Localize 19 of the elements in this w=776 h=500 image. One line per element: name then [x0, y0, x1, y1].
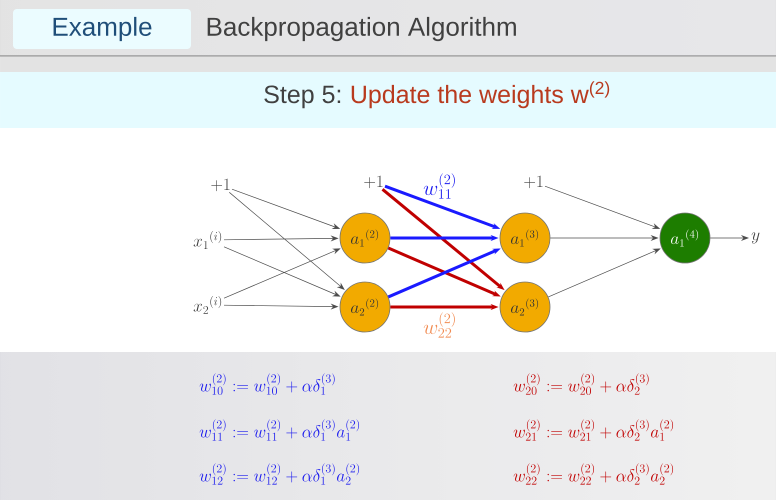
step-heading: Update the weights w$^{(2)}$ — [352, 81, 610, 108]
bias-label: $+1$ — [364, 176, 382, 188]
input-label: $x_1{}^{(i)}$ — [194, 231, 222, 249]
update-equation: $w_{10}^{(2)} := w_{10}^{(2)} + \alpha\delta_1^{(3)}$ — [200, 373, 335, 395]
weight-label: $w_{22}^{(2)}$ — [424, 312, 455, 338]
bias-label: $+1$ — [524, 176, 542, 188]
weight-label: $w_{11}^{(2)}$ — [424, 173, 455, 199]
update-equation: $w_{22}^{(2)} := w_{22}^{(2)} + \alpha\delta_2^{(3)}a_2^{(2)}$ — [514, 463, 674, 485]
update-equation: $w_{21}^{(2)} := w_{21}^{(2)} + \alpha\delta_2^{(3)}a_1^{(2)}$ — [514, 419, 674, 441]
output-neuron: $a_1{}^{(4)}$ — [660, 212, 710, 264]
update-equation: $w_{11}^{(2)} := w_{11}^{(2)} + \alpha\delta_1^{(3)}a_1^{(2)}$ — [200, 419, 360, 441]
tab-label: Example — [13, 9, 191, 49]
step-label: Step 5: — [264, 86, 340, 108]
bias-label: $+1$ — [211, 178, 230, 192]
update-equation: $w_{20}^{(2)} := w_{20}^{(2)} + \alpha\delta_2^{(3)}$ — [514, 373, 649, 395]
input-label: $x_2{}^{(i)}$ — [194, 296, 222, 314]
output-label: $y$ — [752, 232, 760, 244]
update-equation: $w_{12}^{(2)} := w_{12}^{(2)} + \alpha\delta_1^{(3)}a_2^{(2)}$ — [200, 463, 360, 485]
page-title: Backpropagation Algorithm — [208, 16, 516, 42]
